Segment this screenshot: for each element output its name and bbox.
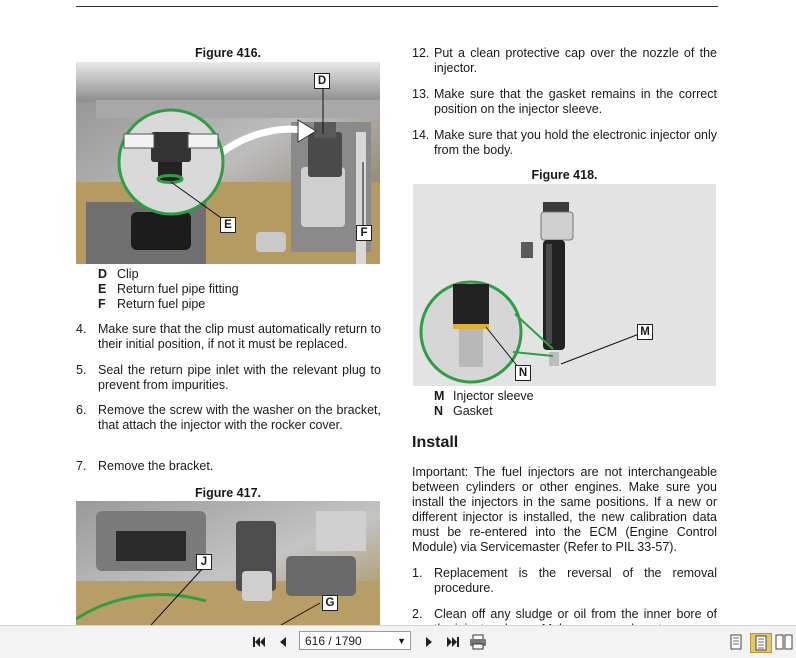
legend-key: M [434,389,445,403]
legend-key: N [434,404,444,418]
two-page-icon [775,634,793,650]
callout-e: E [220,217,236,233]
page-number-select[interactable]: 616 / 1790 ▼ [299,631,411,650]
step-text: Seal the return pipe inlet with the rele… [98,363,381,392]
step-text: Make sure that you hold the electronic i… [434,128,717,157]
legend-text: Return fuel pipe fitting [117,282,239,296]
continuous-page-icon [755,635,767,651]
legend-key: E [98,282,107,296]
step-number: 14. [412,128,430,142]
viewer-toolbar: 616 / 1790 ▼ [0,625,796,658]
step-text: Replacement is the reversal of the remov… [434,566,717,595]
callout-f: F [356,225,372,241]
section-heading-install: Install [412,434,459,451]
first-page-button[interactable] [250,633,268,651]
legend-text: Return fuel pipe [117,297,206,311]
step-text: Remove the screw with the washer on the … [98,403,381,432]
step-number: 7. [76,459,87,473]
first-page-icon [253,637,265,647]
print-button[interactable] [468,633,488,651]
header-rule [76,6,718,7]
step-number: 12. [412,46,430,60]
step-number: 4. [76,322,87,336]
step-number: 13. [412,87,430,101]
step-item: 12. Put a clean protective cap over the … [412,46,717,76]
legend-item: F Return fuel pipe [98,297,239,312]
legend-item: N Gasket [434,404,534,419]
step-text: Make sure that the gasket remains in the… [434,87,717,116]
callout-g: G [322,595,338,611]
step-text: Put a clean protective cap over the nozz… [434,46,717,75]
step-item: 14. Make sure that you hold the electron… [412,128,717,158]
step-item: 7. Remove the bracket. [76,459,381,474]
single-page-icon [730,634,742,650]
prev-page-button[interactable] [274,633,292,651]
figure-418-title: Figure 418. [531,168,598,182]
legend-text: Gasket [453,404,493,418]
legend-key: F [98,297,106,311]
step-item: 1. Replacement is the reversal of the re… [412,566,717,596]
figure-416-image: D E F [76,62,380,264]
step-item: 2. Clean off any sludge or oil from the … [412,607,717,625]
step-number: 6. [76,403,87,417]
callout-n: N [515,365,531,381]
legend-key: D [98,267,108,281]
step-text: Clean off any sludge or oil from the inn… [434,607,717,625]
figure-416-legend: D Clip E Return fuel pipe fitting F Return … [98,267,239,312]
figure-417-image: J G [76,501,380,625]
callout-j: J [196,554,212,570]
legend-item: E Return fuel pipe fitting [98,282,239,297]
page-number-value: 616 / 1790 [305,634,362,648]
document-page: Figure 416. [76,6,718,625]
figure-416-title: Figure 416. [195,46,261,60]
figure-417-title: Figure 417. [195,486,261,500]
figure-418-legend: M Injector sleeve N Gasket [434,389,534,419]
continuous-page-view-button[interactable] [750,633,772,653]
figure-418-image: N M [413,184,716,386]
callout-m: M [637,324,653,340]
legend-text: Clip [117,267,139,281]
last-page-button[interactable] [444,633,462,651]
two-page-view-button[interactable] [774,633,794,651]
step-number: 1. [412,566,423,580]
step-text: Make sure that the clip must automatical… [98,322,381,351]
step-item: 5. Seal the return pipe inlet with the r… [76,363,381,393]
chevron-down-icon: ▼ [397,636,406,646]
next-page-button[interactable] [420,633,438,651]
print-icon [470,634,486,650]
step-item: 4. Make sure that the clip must automati… [76,322,381,352]
step-text: Remove the bracket. [98,459,214,473]
next-page-icon [426,637,432,647]
step-item: 6. Remove the screw with the washer on t… [76,403,381,448]
legend-item: D Clip [98,267,239,282]
important-note: Important: The fuel injectors are not in… [412,465,717,554]
legend-text: Injector sleeve [453,389,534,403]
legend-item: M Injector sleeve [434,389,534,404]
step-item: 13. Make sure that the gasket remains in… [412,87,717,117]
step-number: 2. [412,607,423,621]
step-number: 5. [76,363,87,377]
single-page-view-button[interactable] [728,633,744,651]
last-page-icon [447,637,459,647]
callout-d: D [314,73,330,89]
prev-page-icon [280,637,286,647]
